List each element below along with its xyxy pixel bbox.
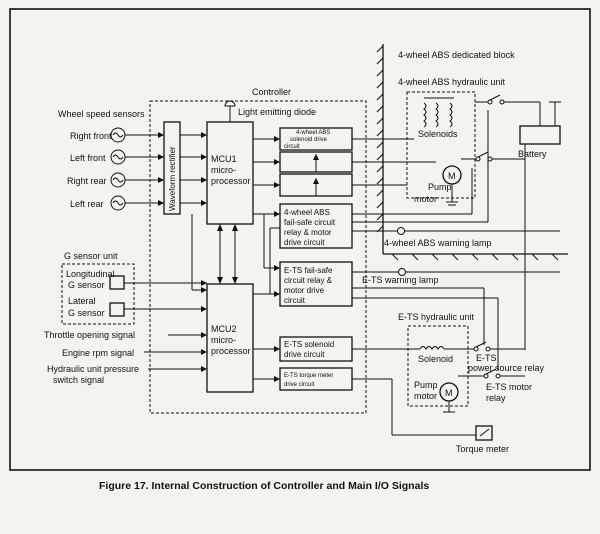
abs-pump-label: Pump xyxy=(428,182,452,192)
ets-pump-line2: motor xyxy=(414,391,437,401)
abs-failsafe-line2: fail-safe circuit xyxy=(284,218,336,227)
figure-frame xyxy=(9,8,591,471)
ets-hydraulic-unit-label: E-TS hydraulic unit xyxy=(398,312,475,322)
torque-meter-icon xyxy=(475,425,493,441)
abs-hydraulic-unit-label: 4-wheel ABS hydraulic unit xyxy=(398,77,506,87)
longitudinal-line1: Longitudinal xyxy=(66,269,115,279)
lateral-sensor-icon xyxy=(109,302,125,317)
ets-torque-drive-line2: drive circuit xyxy=(284,382,315,388)
ets-warning-lamp-icon xyxy=(352,268,560,276)
ets-warning-lamp-label: E-TS warning lamp xyxy=(362,275,439,285)
sensor-right-front: Right front xyxy=(70,127,164,143)
right-front-label: Right front xyxy=(70,131,112,141)
controller-title: Controller xyxy=(252,87,291,97)
ets-failsafe-line1: E-TS fail-safe xyxy=(284,266,333,275)
ets-failsafe-line2: circuit relay & xyxy=(284,276,333,285)
mcu1-line2: micro- xyxy=(211,165,236,175)
controller-boundary xyxy=(149,100,367,414)
ets-motor-symbol: M xyxy=(445,388,453,398)
ets-motor-relay-line1: E-TS motor xyxy=(486,382,532,392)
led-label: Light emitting diode xyxy=(238,107,316,117)
battery-label: Battery xyxy=(518,149,547,159)
solenoids-label: Solenoids xyxy=(418,129,458,139)
abs-motor-symbol: M xyxy=(448,171,456,181)
rectifier-to-mcu1-links xyxy=(180,132,207,206)
battery-icon xyxy=(519,125,561,145)
ground-icon xyxy=(446,184,458,206)
right-rear-label: Right rear xyxy=(67,176,107,186)
abs-motor-relay-icon xyxy=(461,151,525,162)
abs-solenoid-drive-line2: solenoid drive xyxy=(290,137,328,143)
abs-failsafe-line1: 4-wheel ABS xyxy=(284,208,330,217)
ets-hydraulic-unit-boundary xyxy=(407,325,469,407)
abs-hydraulic-unit-boundary xyxy=(406,91,476,199)
hydraulic-pressure-line2: switch signal xyxy=(53,375,104,385)
lateral-line2: G sensor xyxy=(68,308,105,318)
ets-solenoid-drive-line1: E-TS solenoid xyxy=(284,340,334,349)
ets-solenoid-drive-line2: drive circuit xyxy=(284,350,325,359)
ets-failsafe-line3: motor drive xyxy=(284,286,325,295)
abs-dedicated-block-label: 4-wheel ABS dedicated block xyxy=(398,50,515,60)
abs-warning-lamp-icon xyxy=(352,227,560,235)
torque-meter-label: Torque meter xyxy=(456,444,509,454)
ets-pump-line1: Pump xyxy=(414,380,438,390)
figure-caption: Figure 17. Internal Construction of Cont… xyxy=(99,480,429,492)
ets-motor-relay-icon xyxy=(458,368,525,379)
abs-failsafe-line4: drive circuit xyxy=(284,238,325,247)
abs-relay-icon xyxy=(475,94,540,105)
abs-failsafe-block xyxy=(279,203,353,249)
ets-torque-drive-line1: E-TS torque meter xyxy=(284,373,333,379)
abs-dedicated-block-wall xyxy=(376,44,568,261)
ground-icon-battery xyxy=(549,101,561,126)
engine-rpm-label: Engine rpm signal xyxy=(62,348,134,358)
abs-warning-lamp-label: 4-wheel ABS warning lamp xyxy=(384,238,492,248)
abs-solenoid-drive-line3: circuit xyxy=(284,144,300,150)
ets-solenoid-label: Solenoid xyxy=(418,354,453,364)
ets-failsafe-line4: circuit xyxy=(284,296,306,305)
left-rear-label: Left rear xyxy=(70,199,104,209)
left-front-label: Left front xyxy=(70,153,106,163)
mcu1-line3: processor xyxy=(211,176,251,186)
mcu2-block xyxy=(206,283,254,393)
waveform-rectifier-block xyxy=(163,121,181,215)
abs-failsafe-line3: relay & motor xyxy=(284,228,332,237)
g-sensor-unit-label: G sensor unit xyxy=(64,251,118,261)
hydraulic-pressure-line1: Hydraulic unit pressure xyxy=(47,364,139,374)
ets-failsafe-block xyxy=(279,261,353,307)
mcu2-line3: processor xyxy=(211,346,251,356)
longitudinal-line2: G sensor xyxy=(68,280,105,290)
mcu1-block xyxy=(206,121,254,225)
mcu2-line1: MCU2 xyxy=(211,324,237,334)
ets-solenoid-icon xyxy=(419,346,445,350)
sensor-right-rear: Right rear xyxy=(67,172,164,188)
g-sensor-unit-boundary xyxy=(61,263,135,325)
ets-power-relay-line1: E-TS xyxy=(476,353,497,363)
ets-motor-relay-line2: relay xyxy=(486,393,506,403)
throttle-label: Throttle opening signal xyxy=(44,330,135,340)
mcu2-line2: micro- xyxy=(211,335,236,345)
waveform-rectifier-label: Waveform rectifier xyxy=(168,146,177,211)
ets-power-relay-line2: power source relay xyxy=(468,363,545,373)
lateral-line1: Lateral xyxy=(68,296,96,306)
sensor-left-front: Left front xyxy=(70,149,164,165)
led-icon xyxy=(224,100,236,122)
mcu1-line1: MCU1 xyxy=(211,154,237,164)
wheel-speed-sensors-label: Wheel speed sensors xyxy=(58,109,145,119)
ets-power-relay-icon xyxy=(473,341,525,352)
sensor-left-rear: Left rear xyxy=(70,195,164,211)
abs-solenoid-drive-line1: 4-wheel ABS xyxy=(296,130,330,136)
ground-icon-ets xyxy=(443,401,455,413)
solenoid-coils-icon xyxy=(423,97,454,128)
abs-motor-label: motor xyxy=(414,194,437,204)
